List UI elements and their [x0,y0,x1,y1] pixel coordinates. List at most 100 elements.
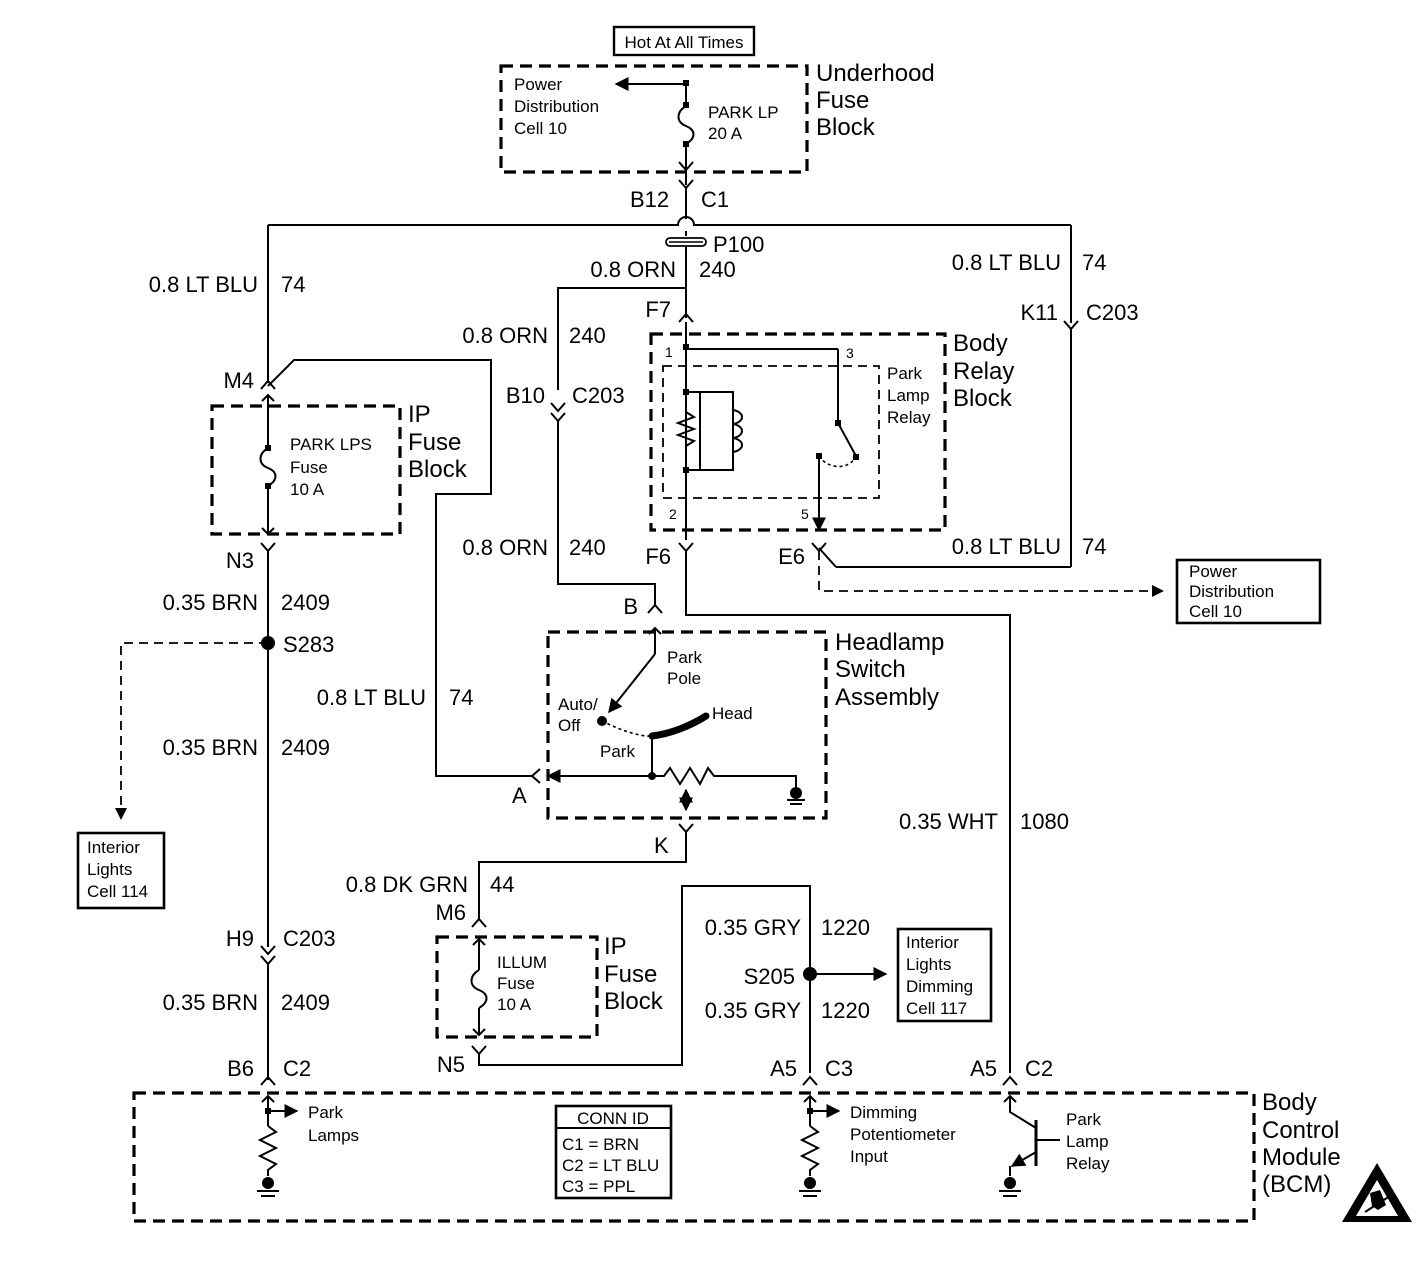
svg-text:Lights: Lights [906,955,951,974]
svg-text:Block: Block [816,114,876,141]
svg-text:Body: Body [1262,1089,1317,1116]
svg-text:Off: Off [558,716,581,735]
svg-text:Block: Block [953,385,1013,412]
connector-m4-symbol [260,379,276,390]
svg-text:10 A: 10 A [290,480,325,499]
svg-text:Control: Control [1262,1117,1339,1144]
svg-text:Lamps: Lamps [308,1126,359,1145]
wire-ltblu-mid-size: 0.8 LT BLU [317,685,426,710]
svg-text:Distribution: Distribution [1189,582,1274,601]
dimming-potentiometer-label: Dimming Potentiometer Input [850,1103,956,1166]
svg-text:Cell 114: Cell 114 [87,882,148,901]
wht-1080-wire [685,551,1011,1073]
svg-text:20 A: 20 A [708,124,743,143]
svg-text:Relay: Relay [887,408,931,427]
svg-text:Auto/: Auto/ [558,695,598,714]
wire-gry-1-circuit: 1220 [821,915,870,940]
connector-n3-symbol [260,542,276,553]
wire-wht-circuit: 1080 [1020,809,1069,834]
connector-bcm-right-symbol [1002,1075,1018,1086]
svg-text:ILLUM: ILLUM [497,953,547,972]
relay-pin-5: 5 [801,506,809,522]
body-relay-block-outline [649,332,947,532]
svg-text:Module: Module [1262,1144,1341,1171]
connector-a-symbol [530,768,541,784]
svg-text:Headlamp: Headlamp [835,629,944,656]
park-lamps-resistor [257,1125,279,1176]
connector-c203-right-label: C203 [1086,300,1139,325]
svg-text:Park: Park [308,1103,343,1122]
orn-240-wire-to-headlamp [557,421,656,605]
connector-c203-low-label: C203 [283,926,336,951]
connector-b-symbol [647,603,663,614]
wire-brn-1-size: 0.35 BRN [163,590,258,615]
connector-c203-mid-label: C203 [572,383,625,408]
svg-text:Dimming: Dimming [850,1103,917,1122]
svg-text:Underhood: Underhood [816,60,935,87]
wire-brn-3-circuit: 2409 [281,990,330,1015]
headlamp-switch-title: Headlamp Switch Assembly [835,629,944,711]
connector-f6-symbol [678,542,694,553]
connector-b10-symbol [550,412,566,423]
underhood-power-ref: Power Distribution Cell 10 [514,75,599,138]
power-distribution-ref-box: Power Distribution Cell 10 [1175,558,1322,625]
svg-text:Fuse: Fuse [604,961,657,988]
s283-label: S283 [283,632,334,657]
park-label: Park [600,742,635,761]
wire-brn-2-size: 0.35 BRN [163,735,258,760]
connector-f7-symbol [678,312,694,323]
orn-240-wire-left [557,247,687,390]
svg-text:Dimming: Dimming [906,977,973,996]
svg-text:Pole: Pole [667,669,701,688]
conn-id-row: C1 = BRN [562,1135,639,1154]
svg-text:Interior: Interior [87,838,140,857]
svg-text:Body: Body [953,330,1008,357]
ip-fuse-block-1-outline [210,404,402,536]
connector-b10-label: B10 [506,383,545,408]
wire-orn-mid-circuit: 240 [569,323,606,348]
connector-f7-label: F7 [645,297,671,322]
svg-text:Lights: Lights [87,860,132,879]
conn-id-title: CONN ID [577,1109,649,1128]
connector-k-label: K [654,833,669,858]
wire-wht-size: 0.35 WHT [899,809,998,834]
hot-at-all-times-label: Hot At All Times [624,33,743,52]
svg-text:Cell 117: Cell 117 [906,999,967,1018]
svg-text:Park: Park [667,648,702,667]
svg-text:IP: IP [408,401,431,428]
connector-bcm-mid-symbol [802,1075,818,1086]
wire-left-top-circuit: 74 [281,272,305,297]
connector-e6-label: E6 [778,544,805,569]
svg-text:Relay: Relay [1066,1154,1110,1173]
connector-n5-symbol [471,1045,487,1056]
connector-c2-right-label: C2 [1025,1056,1053,1081]
park-lps-fuse-label: PARK LPS Fuse 10 A [290,435,372,499]
s205-label: S205 [744,964,795,989]
illum-fuse-label: ILLUM Fuse 10 A [497,953,547,1014]
svg-text:Lamp: Lamp [887,386,930,405]
svg-text:Fuse: Fuse [408,429,461,456]
connector-f6-label: F6 [645,544,671,569]
connector-c2-left-label: C2 [283,1056,311,1081]
park-lamps-label: Park Lamps [308,1103,359,1145]
connector-a5-right-label: A5 [970,1056,997,1081]
hot-at-all-times-box: Hot At All Times [612,25,756,57]
svg-text:IP: IP [604,933,627,960]
dimming-resistor [799,1125,821,1176]
connector-a5-mid-label: A5 [770,1056,797,1081]
connector-h9-symbol [260,955,276,966]
wire-left-top-size: 0.8 LT BLU [149,272,258,297]
dk-grn-44-wire [478,832,687,920]
wire-right-top-circuit: 74 [1082,250,1106,275]
svg-text:Fuse: Fuse [497,974,535,993]
park-lamp-relay-label: Park Lamp Relay [887,364,931,427]
svg-text:Block: Block [408,456,468,483]
illum-fuse-symbol [470,969,488,1009]
esd-warning-icon [1342,1163,1412,1222]
conn-id-table: CONN ID C1 = BRN C2 = LT BLU C3 = PPL [554,1104,673,1200]
connector-a-label: A [512,783,527,808]
svg-text:Cell 10: Cell 10 [1189,602,1242,621]
svg-text:Distribution: Distribution [514,97,599,116]
connector-b12-label: B12 [630,187,669,212]
